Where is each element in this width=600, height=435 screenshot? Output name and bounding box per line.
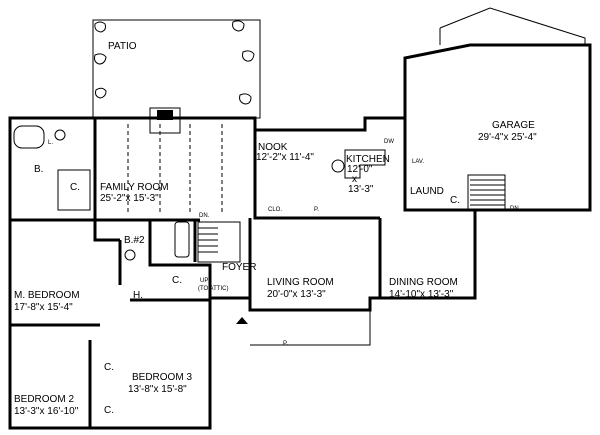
up-label: UP <box>200 278 208 284</box>
kitchen-size-b: 13'-3" <box>348 184 374 195</box>
room-labels: PATIO GARAGE 29'-4"x 25'-4" NOOK 12'-2"x… <box>14 41 537 417</box>
bath-2-label: B.#2 <box>124 235 145 246</box>
patio <box>92 19 261 119</box>
foyer-label: FOYER <box>222 262 256 273</box>
bedroom-3-size: 13'-8"x 15'-8" <box>128 384 187 395</box>
garage-stair-label: DN. <box>510 206 521 212</box>
bedroom-3-label: BEDROOM 3 <box>132 372 192 383</box>
laundry-label: LAUND <box>410 186 444 197</box>
family-room-label: FAMILY ROOM <box>100 182 169 193</box>
nook-size: 12'-2"x 11'-4" <box>256 152 314 163</box>
lavatory-label: LAV. <box>412 159 424 165</box>
garage-label: GARAGE <box>492 120 535 131</box>
bedroom-2-size: 13'-3"x 16'-10" <box>14 406 79 417</box>
nook-label: NOOK <box>258 142 288 153</box>
to-attic-label: (TO ATTIC) <box>198 286 228 292</box>
patio-label: PATIO <box>108 41 137 52</box>
family-room-size: 25'-2"x 15'-3" <box>100 193 159 204</box>
closet-label: C. <box>104 362 114 373</box>
master-bedroom-size: 17'-8"x 15'-4" <box>14 302 73 313</box>
closet-label: C. <box>450 195 460 206</box>
linen-label: L. <box>48 140 53 146</box>
pantry-label: P. <box>314 207 319 213</box>
dining-room-size: 14'-10"x 13'-3" <box>389 289 454 300</box>
kitchen-size-x: x <box>352 174 357 185</box>
garage-size: 29'-4"x 25'-4" <box>478 132 537 143</box>
bedroom-2-label: BEDROOM 2 <box>14 394 74 405</box>
closet-label: C. <box>172 275 182 286</box>
master-bath-label: B. <box>34 164 43 175</box>
master-bedroom-label: M. BEDROOM <box>14 290 80 301</box>
walls <box>8 7 592 430</box>
porch-label: P. <box>283 341 288 347</box>
hall-label: H. <box>133 290 143 301</box>
stair-down-label: DN. <box>199 213 210 219</box>
closet-label: C. <box>70 182 80 193</box>
nook-closet-label: CLO. <box>268 207 282 213</box>
kitchen-label: KITCHEN <box>346 154 390 165</box>
dishwasher-label: DW <box>384 139 394 145</box>
closet-label: C. <box>104 405 114 416</box>
living-room-label: LIVING ROOM <box>267 277 334 288</box>
kitchen-size-a: 12'-0" <box>347 164 373 175</box>
dining-room-label: DINING ROOM <box>389 277 458 288</box>
living-room-size: 20'-0"x 13'-3" <box>267 289 326 300</box>
